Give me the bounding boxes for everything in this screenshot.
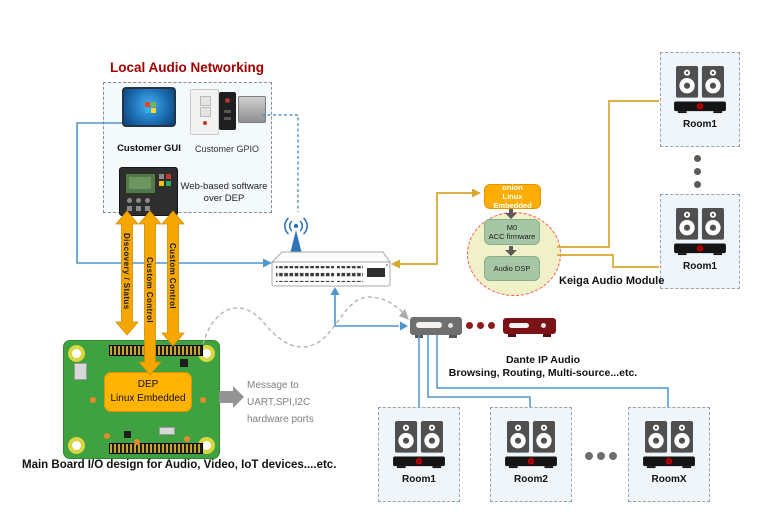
room-label: Room1: [683, 261, 717, 272]
uart-message-note: Message to UART,SPI,I2C hardware ports: [247, 377, 314, 428]
room-label: Room1: [402, 474, 436, 485]
uart-message-line2: UART,SPI,I2C: [247, 397, 311, 408]
pcb-hole-icon: [68, 345, 85, 362]
m0-acc-firmware-box: M0 ACC firmware: [484, 219, 540, 245]
room-box: Room2: [490, 407, 572, 502]
room-label: Room2: [514, 474, 548, 485]
pcb-connector-icon: [109, 345, 203, 356]
network-switch-icon: [270, 251, 391, 287]
diagram-title: Local Audio Networking: [110, 60, 265, 75]
flow-label-custom-control-1: Custom Control: [145, 257, 154, 324]
rooms-ellipsis-icon: [694, 155, 701, 188]
pcb-chip-icon: [180, 359, 188, 367]
customer-gui-label: Customer GUI: [117, 143, 181, 154]
onion-linux-embedded-box: onion Linux Embedded: [484, 183, 541, 210]
room-box: Room1: [660, 52, 740, 147]
pcb-connector-icon: [109, 443, 203, 454]
control-panel-lcd: [125, 173, 156, 194]
uart-message-line1: Message to: [247, 380, 299, 391]
dep-linux-embedded-box: DEP Linux Embedded: [104, 372, 192, 412]
pcb-chip-icon: [124, 431, 131, 438]
pcb-pad-icon: [134, 439, 140, 445]
pcb-pad-icon: [104, 433, 110, 439]
pcb-pad-icon: [184, 436, 190, 442]
laptop-screen: [124, 89, 174, 125]
pcb-pad-icon: [90, 397, 96, 403]
audio-dsp-box: Audio DSP: [484, 256, 540, 281]
wifi-access-point-icon: [284, 217, 308, 254]
pcb-hole-icon: [68, 437, 85, 454]
dante-device-icon: [410, 317, 462, 338]
board-caption: Main Board I/O design for Audio, Video, …: [22, 459, 337, 471]
dante-ellipsis-icon: [466, 322, 495, 329]
gpio-blackplate-icon: [219, 92, 236, 130]
windows-flag-icon: [145, 102, 150, 107]
pcb-chip-icon: [74, 363, 87, 380]
dante-note: Dante IP Audio Browsing, Routing, Multi-…: [448, 354, 638, 380]
room-box: Room1: [660, 194, 740, 289]
control-panel-icon: [119, 167, 178, 216]
keiga-module-label: Keiga Audio Module: [559, 275, 665, 287]
customer-gpio-label: Customer GPIO: [194, 144, 259, 154]
uart-message-line3: hardware ports: [247, 414, 314, 425]
speakers-amp-icon: [673, 208, 727, 256]
room-box: RoomX: [628, 407, 710, 502]
pcb-pad-icon: [200, 397, 206, 403]
dante-note-line2: Browsing, Routing, Multi-source...etc.: [448, 367, 638, 379]
room-box: Room1: [378, 407, 460, 502]
laptop-gui-icon: [122, 87, 176, 127]
speakers-amp-icon: [642, 421, 696, 469]
flow-label-custom-control-2: Custom Control: [168, 243, 177, 310]
dante-note-line1: Dante IP Audio: [505, 354, 581, 366]
gpio-wallplate-icon: [190, 89, 219, 135]
dante-device-maroon-icon: [503, 318, 556, 337]
flow-label-discovery-status: Discovery / Status: [122, 233, 131, 310]
gpio-box-icon: [238, 96, 266, 123]
rooms-ellipsis-icon: [585, 452, 617, 460]
speakers-amp-icon: [392, 421, 446, 469]
speakers-amp-icon: [673, 66, 727, 114]
room-label: Room1: [683, 119, 717, 130]
web-software-note: Web-based software over DEP: [180, 181, 268, 204]
room-label: RoomX: [651, 474, 687, 485]
pcb-chip-icon: [159, 427, 175, 435]
speakers-amp-icon: [504, 421, 558, 469]
